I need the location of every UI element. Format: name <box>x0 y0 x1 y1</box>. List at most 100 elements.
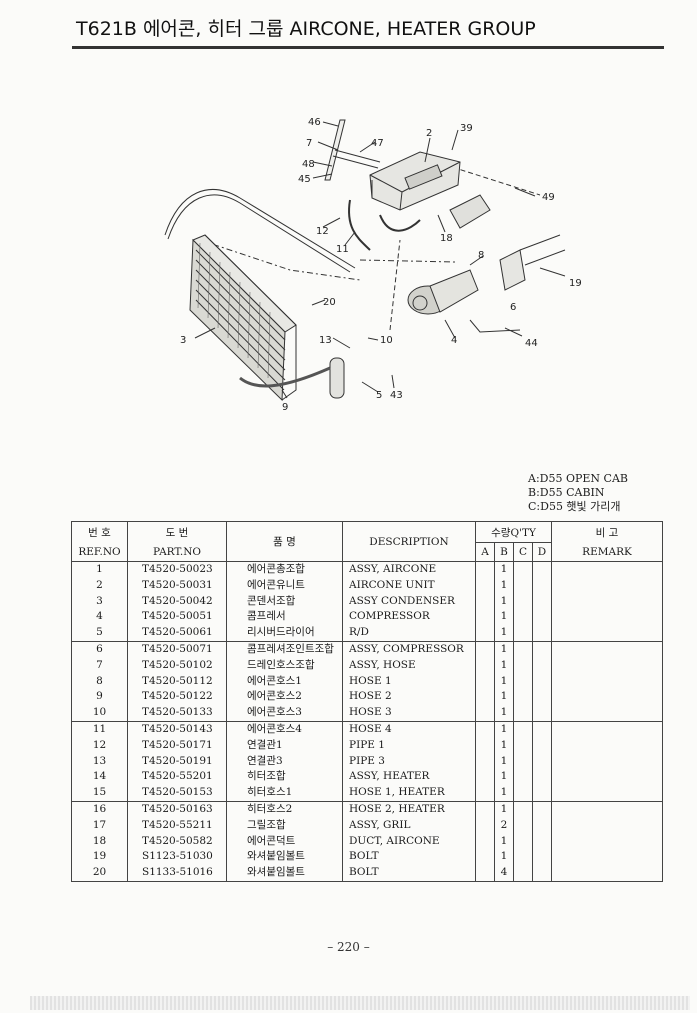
callout-46: 46 <box>308 117 321 128</box>
callout-19: 19 <box>569 278 582 289</box>
part-no-value: T4520-50122 <box>142 690 213 703</box>
description-value: PIPE 1 <box>349 738 385 751</box>
qty-b-value: 1 <box>500 563 508 575</box>
qty-b-value: 1 <box>500 658 508 671</box>
header-qty: 수량Q'TY <box>475 521 552 543</box>
part-name-ko-value: 히터호스1 <box>247 786 293 799</box>
description-value: HOSE 1, HEATER <box>349 786 445 799</box>
part-name-ko-value: 그릴조합 <box>247 818 286 831</box>
part-no-value: T4520-50042 <box>142 594 213 607</box>
header-qty-b: B <box>494 542 514 562</box>
qty-b-value: 1 <box>500 642 508 655</box>
condenser-drawing <box>189 234 297 402</box>
cell-remark <box>551 801 663 882</box>
part-no-value: T4520-50061 <box>142 626 213 639</box>
ref-no-value: 17 <box>92 818 107 831</box>
header-description: DESCRIPTION <box>342 521 476 562</box>
qty-b-value: 1 <box>500 674 508 687</box>
description-value: ASSY, GRIL <box>349 818 411 831</box>
part-name-ko-value: 에어콘호스1 <box>247 674 302 687</box>
qty-b-value: 1 <box>500 610 508 623</box>
cell-qty-d <box>532 641 552 722</box>
part-name-ko-value: 연결관1 <box>247 738 283 751</box>
cell-qty-b: 1 1 1 1 1 <box>494 561 514 642</box>
header-remark-en: REMARK <box>551 542 663 562</box>
header-remark-ko: 비 고 <box>551 521 663 543</box>
cell-qty-c <box>513 561 533 642</box>
part-name-ko-value: 히터조합 <box>247 770 286 783</box>
cell-qty-a <box>475 801 495 882</box>
ref-no-value: 19 <box>92 850 107 863</box>
callout-8: 8 <box>478 250 484 261</box>
ref-no-value: 5 <box>96 626 103 639</box>
ref-no-value: 18 <box>92 834 107 847</box>
cab-type-legend: A:D55 OPEN CAB B:D55 CABIN C:D55 햇빛 가리개 <box>528 472 628 514</box>
ref-no-value: 14 <box>92 770 107 783</box>
part-name-ko-value: 에어콘덕트 <box>247 834 296 847</box>
qty-b-value: 1 <box>500 786 508 799</box>
ref-no-value: 20 <box>92 866 107 879</box>
part-name-ko-value: 드레인호스조합 <box>247 658 315 671</box>
scan-edge-artifact <box>30 996 690 1010</box>
aircone-unit-drawing <box>369 151 461 211</box>
part-name-ko-value: 와셔붙임볼트 <box>247 866 305 879</box>
qty-b-value: 1 <box>500 690 508 703</box>
cell-qty-a <box>475 641 495 722</box>
callout-labels: 46 7 47 48 45 2 39 49 12 11 18 8 19 20 3… <box>180 117 582 413</box>
callout-2: 2 <box>426 128 432 139</box>
part-name-ko-value: 히터호스2 <box>247 802 293 815</box>
ref-no-value: 13 <box>92 754 107 767</box>
qty-b-value: 1 <box>500 594 508 607</box>
part-no-value: S1123-51030 <box>142 850 213 863</box>
callout-3: 3 <box>180 335 186 346</box>
part-name-ko-value: 콘덴서조합 <box>247 594 296 607</box>
header-qty-d: D <box>532 542 552 562</box>
qty-b-value: 1 <box>500 578 508 591</box>
part-name-ko-value: 콤프레서 <box>247 610 286 623</box>
part-name-ko-value: 에어콘호스2 <box>247 690 302 703</box>
page-number: – 220 – <box>327 940 370 954</box>
callout-7: 7 <box>306 138 312 149</box>
description-value: AIRCONE UNIT <box>349 578 435 591</box>
part-name-ko-value: 연결관3 <box>247 754 283 767</box>
part-no-value: S1133-51016 <box>142 866 213 879</box>
ref-no-value: 3 <box>96 594 103 607</box>
qty-b-value: 2 <box>500 818 508 831</box>
part-no-value: T4520-50153 <box>142 786 213 799</box>
part-name-ko-value: 에어콘총조합 <box>247 563 305 575</box>
part-name-ko-value: 리시버드라이어 <box>247 626 315 639</box>
ref-no-value: 1 <box>96 563 103 575</box>
qty-b-value: 1 <box>500 834 508 847</box>
cell-qty-a <box>475 721 495 802</box>
legend-b: B:D55 CABIN <box>528 486 605 499</box>
title-rule <box>72 46 664 49</box>
description-value: R/D <box>349 626 369 639</box>
description-value: BOLT <box>349 866 379 879</box>
part-no-value: T4520-50191 <box>142 754 213 767</box>
part-name-ko-value: 에어콘유니트 <box>247 578 305 591</box>
part-name-ko-value: 에어콘호스3 <box>247 706 302 719</box>
cell-qty-c <box>513 721 533 802</box>
description-value: COMPRESSOR <box>349 610 430 623</box>
qty-b-value: 1 <box>500 626 508 639</box>
part-no-value: T4520-50582 <box>142 834 213 847</box>
ref-no-value: 12 <box>92 738 107 751</box>
part-no-value: T4520-50051 <box>142 610 213 623</box>
description-value: HOSE 2, HEATER <box>349 802 445 815</box>
qty-b-value: 1 <box>500 722 508 735</box>
